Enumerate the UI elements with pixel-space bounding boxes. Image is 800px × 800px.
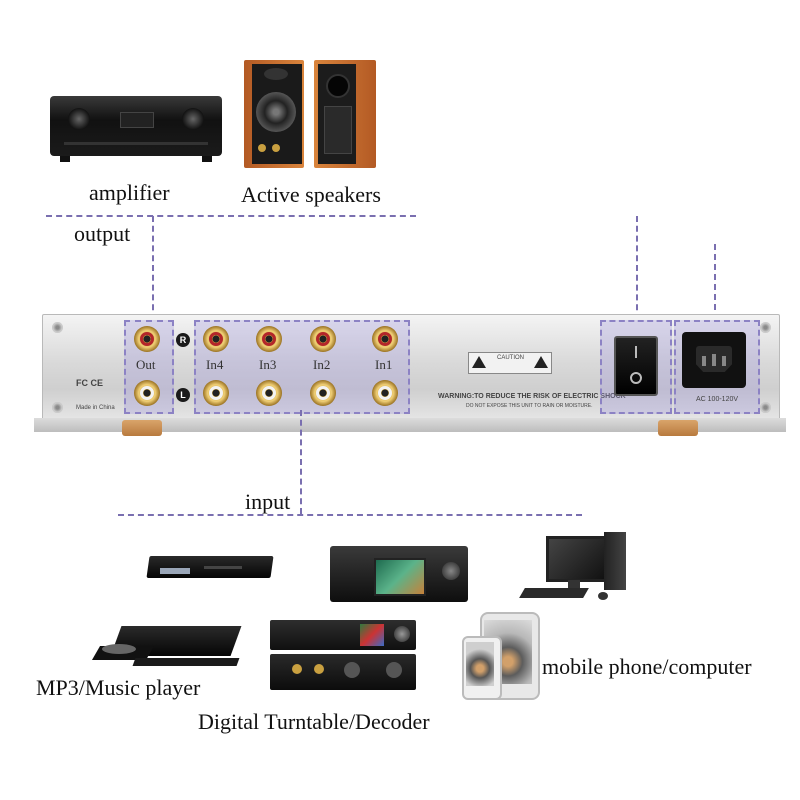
warning-text: WARNING:TO REDUCE THE RISK OF ELECTRIC S…	[438, 393, 626, 400]
phone-computer-label: mobile phone/computer	[542, 654, 752, 679]
screw-bottom-left	[52, 402, 63, 413]
out-label: Out	[136, 357, 156, 372]
warning-triangle-icon	[472, 356, 486, 368]
input-connector	[300, 410, 302, 514]
screw-bottom-right	[760, 402, 771, 413]
in2-label: In2	[313, 357, 331, 372]
in4-jack-l	[203, 380, 229, 406]
screw-right	[760, 322, 771, 333]
output-dash-line	[46, 215, 416, 217]
warning-triangle-icon-right	[534, 356, 548, 368]
out-jack-l	[134, 380, 160, 406]
amplifier-image	[50, 96, 222, 162]
foot-left	[122, 420, 162, 436]
amplifier-label: amplifier	[89, 180, 170, 205]
caution-text: CAUTION	[497, 355, 524, 361]
caution-sticker: CAUTION	[468, 352, 552, 374]
in1-jack-l	[372, 380, 398, 406]
cert-marks: FC CE	[76, 378, 103, 388]
input-label: input	[245, 489, 291, 514]
in1-jack-r	[372, 326, 398, 352]
power-switch	[614, 336, 658, 396]
mp3-player-label: MP3/Music player	[36, 675, 201, 700]
desktop-computer-image	[516, 530, 628, 602]
switch-off-mark	[630, 372, 642, 384]
input-dash-line	[118, 514, 582, 516]
mobile-phone-image	[462, 612, 540, 700]
panel-base	[34, 418, 786, 432]
made-in-label: Made in China	[76, 405, 115, 411]
in4-label: In4	[206, 357, 224, 372]
warning-subtext: DO NOT EXPOSE THIS UNIT TO RAIN OR MOIST…	[466, 403, 593, 409]
in2-jack-l	[310, 380, 336, 406]
turntable-decoder-label: Digital Turntable/Decoder	[198, 709, 430, 734]
power-connector	[714, 244, 716, 320]
voltage-label: AC 100-120V	[696, 396, 739, 403]
screw-left	[52, 322, 63, 333]
output-connector	[152, 216, 154, 320]
foot-right	[658, 420, 698, 436]
output-label: output	[74, 221, 131, 246]
in4-jack-r	[203, 326, 229, 352]
in2-jack-r	[310, 326, 336, 352]
active-speakers-image	[244, 60, 380, 170]
power-inlet	[682, 332, 746, 388]
in3-label: In3	[259, 357, 277, 372]
in3-jack-r	[256, 326, 282, 352]
blu-ray-player-image	[146, 550, 274, 584]
channel-r-badge: R	[176, 333, 190, 347]
in1-label: In1	[375, 357, 393, 372]
mp3-player-image	[91, 620, 246, 676]
decoder-stack-image	[270, 620, 418, 692]
switch-on-mark	[635, 346, 637, 358]
channel-l-badge: L	[176, 388, 190, 402]
out-jack-r	[134, 326, 160, 352]
switch-connector	[636, 216, 638, 320]
active-speakers-label: Active speakers	[241, 182, 381, 207]
in3-jack-l	[256, 380, 282, 406]
streamer-dac-image	[330, 540, 470, 604]
